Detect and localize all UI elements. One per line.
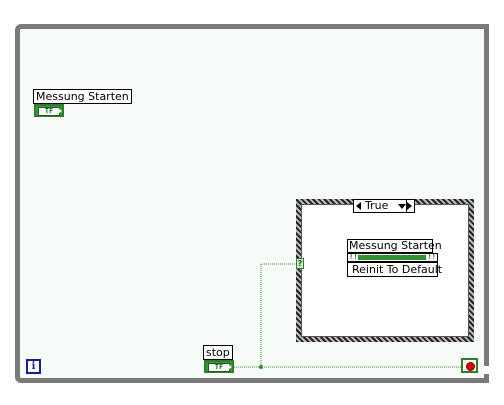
case-prev-icon[interactable] bbox=[356, 202, 361, 210]
case-selector-value: True bbox=[365, 199, 389, 212]
case-dropdown-icon[interactable] bbox=[398, 204, 406, 209]
terminal-output-arrow-icon bbox=[58, 108, 62, 114]
tf-terminal-text: TF bbox=[38, 107, 60, 116]
invoke-node-reference-row: !! !! bbox=[347, 253, 438, 262]
case-selector[interactable]: True bbox=[353, 199, 415, 213]
invoke-node-method[interactable]: Reinit To Default bbox=[347, 262, 442, 277]
case-next-icon[interactable] bbox=[407, 202, 412, 210]
iteration-terminal[interactable]: i bbox=[26, 359, 41, 374]
stop-control-terminal[interactable]: TF bbox=[204, 360, 234, 373]
loop-condition-terminal[interactable] bbox=[461, 358, 478, 373]
terminal-output-arrow-icon bbox=[228, 364, 232, 370]
case-selector-terminal[interactable]: ? bbox=[296, 258, 304, 269]
reference-bar bbox=[358, 255, 426, 260]
invoke-node[interactable]: Messung Starten !! !! Reinit To Default bbox=[347, 239, 442, 278]
case-selector-divider bbox=[406, 200, 407, 212]
error-in-icon: !! bbox=[349, 253, 358, 261]
stop-if-true-icon bbox=[466, 362, 475, 371]
stop-label[interactable]: stop bbox=[203, 345, 233, 360]
tf-terminal-text: TF bbox=[208, 363, 230, 372]
messung-starten-label[interactable]: Messung Starten bbox=[33, 89, 132, 104]
messung-starten-terminal[interactable]: TF bbox=[34, 104, 64, 117]
invoke-node-name[interactable]: Messung Starten bbox=[347, 239, 442, 253]
error-out-icon: !! bbox=[427, 253, 436, 261]
